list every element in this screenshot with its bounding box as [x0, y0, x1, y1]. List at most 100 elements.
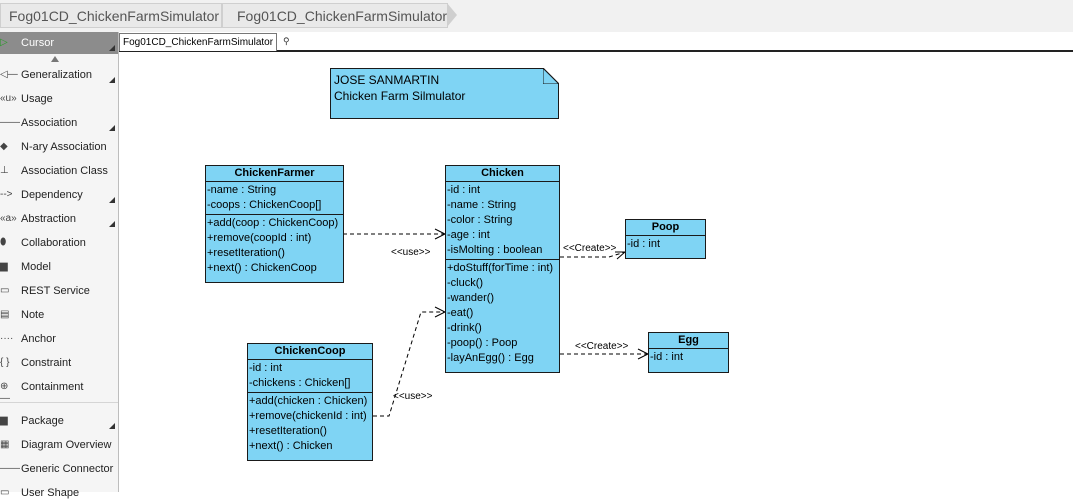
class-chicken[interactable]: Chicken -id : int -name : String -color … — [445, 165, 560, 373]
attribute[interactable]: -name : String — [207, 184, 277, 196]
palette-item-label: User Shape — [21, 487, 80, 499]
palette-item-constraint[interactable]: { }Constraint — [0, 352, 118, 374]
breadcrumb: Fog01CD_ChickenFarmSimulator Fog01CD_Chi… — [0, 0, 1073, 33]
palette-item-containment[interactable]: ⊕— Containment — [0, 376, 118, 404]
stereotype-label[interactable]: <<Create>> — [575, 341, 629, 352]
note-element[interactable]: JOSE SANMARTIN Chicken Farm Silmulator — [330, 68, 559, 119]
attribute[interactable]: -id : int — [650, 351, 684, 363]
dependency-line-chicken-poop[interactable] — [560, 251, 626, 258]
generic-connector-icon: —— — [0, 463, 20, 474]
scroll-up-arrow-icon[interactable] — [51, 56, 59, 62]
palette-item-model[interactable]: ▆Model — [0, 256, 118, 278]
palette-item-anchor[interactable]: ····Anchor — [0, 328, 118, 350]
nary-association-icon: ◆ — [0, 141, 8, 152]
palette-item-cursor[interactable]: ▷Cursor — [0, 32, 118, 54]
class-name: ChickenCoop — [248, 344, 372, 360]
attribute[interactable]: -isMolting : boolean — [447, 244, 543, 256]
breadcrumb-item-project[interactable]: Fog01CD_ChickenFarmSimulator — [0, 3, 222, 28]
stereotype-label[interactable]: <<Create>> — [563, 243, 617, 254]
operation[interactable]: +add(chicken : Chicken) — [249, 395, 368, 407]
palette-item-package[interactable]: ▆ Package — [0, 410, 118, 432]
attribute[interactable]: -id : int — [447, 184, 481, 196]
class-chickencoop[interactable]: ChickenCoop -id : int -chickens : Chicke… — [247, 343, 373, 461]
attributes-compartment: -id : int — [649, 349, 728, 366]
operation[interactable]: +remove(chickenId : int) — [249, 410, 367, 422]
palette-item-n-ary-association[interactable]: ◆N-ary Association — [0, 136, 118, 158]
attributes-compartment: -name : String -coops : ChickenCoop[] — [206, 182, 343, 215]
class-name: Chicken — [446, 166, 559, 182]
attribute[interactable]: -name : String — [447, 199, 517, 211]
class-chickenfarmer[interactable]: ChickenFarmer -name : String -coops : Ch… — [205, 165, 344, 283]
palette-item-generic-connector[interactable]: ——Generic Connector — [0, 458, 118, 480]
operation[interactable]: +resetIteration() — [249, 425, 327, 437]
submenu-indicator-icon[interactable] — [109, 423, 115, 429]
submenu-indicator-icon[interactable] — [109, 221, 115, 227]
operation[interactable]: +next() : ChickenCoop — [207, 262, 317, 274]
operation[interactable]: -cluck() — [447, 277, 484, 289]
palette-item-label: Generalization — [21, 69, 92, 81]
attributes-compartment: -id : int -chickens : Chicken[] — [248, 360, 372, 393]
tab-diagram[interactable]: Fog01CD_ChickenFarmSimulator — [119, 33, 278, 51]
operation[interactable]: +resetIteration() — [207, 247, 285, 259]
attribute[interactable]: -age : int — [447, 229, 490, 241]
palette-item-association-class[interactable]: ⊥Association Class — [0, 160, 118, 182]
operation[interactable]: +next() : Chicken — [249, 440, 333, 452]
palette-item-diagram-overview[interactable]: ▦Diagram Overview — [0, 434, 118, 456]
palette-item-abstraction[interactable]: «a»Abstraction — [0, 208, 118, 230]
attribute[interactable]: -coops : ChickenCoop[] — [207, 199, 322, 211]
attribute[interactable]: -color : String — [447, 214, 513, 226]
operation[interactable]: -poop() : Poop — [447, 337, 518, 349]
class-egg[interactable]: Egg -id : int — [648, 332, 729, 373]
palette-item-collaboration[interactable]: ⬮Collaboration — [0, 232, 118, 254]
palette-item-label: Usage — [21, 93, 53, 105]
submenu-indicator-icon[interactable] — [109, 125, 115, 131]
note-icon: ▤ — [0, 309, 10, 320]
class-name: Egg — [649, 333, 728, 349]
attribute[interactable]: -chickens : Chicken[] — [249, 377, 351, 389]
stereotype-label[interactable]: <<use>> — [393, 391, 433, 402]
palette-item-dependency[interactable]: -->Dependency — [0, 184, 118, 206]
diagram-toolbar-palette: ▷Cursor ◁—Generalization«u»Usage——Associa… — [0, 32, 119, 499]
operation[interactable]: -wander() — [447, 292, 495, 304]
palette-item-label: Anchor — [21, 333, 56, 345]
diagram-canvas[interactable]: JOSE SANMARTIN Chicken Farm Silmulator C… — [119, 52, 1073, 492]
package-icon: ▆ — [0, 415, 8, 426]
operation[interactable]: -layAnEgg() : Egg — [447, 352, 534, 364]
class-poop[interactable]: Poop -id : int — [625, 219, 706, 259]
operation[interactable]: +doStuff(forTime : int) — [447, 262, 554, 274]
palette-item-label: Package — [21, 415, 64, 427]
palette-item-generalization[interactable]: ◁—Generalization — [0, 64, 118, 86]
palette-item-rest-service[interactable]: ▭REST Service — [0, 280, 118, 302]
palette-item-label: REST Service — [21, 285, 90, 297]
submenu-indicator-icon[interactable] — [109, 77, 115, 83]
user-shape-icon: ▭ — [0, 487, 10, 498]
stereotype-label[interactable]: <<use>> — [391, 247, 431, 258]
palette-item-user-shape[interactable]: ▭ User Shape — [0, 482, 118, 504]
operation[interactable]: +remove(coopId : int) — [207, 232, 312, 244]
submenu-indicator-icon[interactable] — [109, 45, 115, 51]
association-class-icon: ⊥ — [0, 165, 9, 176]
dependency-icon: --> — [0, 189, 13, 200]
attributes-compartment: -id : int -name : String -color : String… — [446, 182, 559, 260]
attribute[interactable]: -id : int — [627, 238, 661, 250]
note-author: JOSE SANMARTIN — [334, 73, 440, 87]
operation[interactable]: -drink() — [447, 322, 482, 334]
palette-item-association[interactable]: ——Association — [0, 112, 118, 134]
palette-item-usage[interactable]: «u»Usage — [0, 88, 118, 110]
operation[interactable]: +add(coop : ChickenCoop) — [207, 217, 339, 229]
collaboration-icon: ⬮ — [0, 237, 7, 248]
palette-item-note[interactable]: ▤Note — [0, 304, 118, 326]
operation[interactable]: -eat() — [447, 307, 474, 319]
palette-item-label: Cursor — [21, 37, 55, 49]
breadcrumb-item-diagram[interactable]: Fog01CD_ChickenFarmSimulator — [222, 3, 448, 28]
containment-icon: ⊕— — [0, 381, 10, 404]
palette-item-label: Containment — [21, 381, 84, 393]
submenu-indicator-icon[interactable] — [109, 197, 115, 203]
class-name: ChickenFarmer — [206, 166, 343, 182]
breadcrumb-separator-icon — [447, 3, 457, 27]
magnifier-icon[interactable]: ⚲ — [283, 36, 290, 46]
attribute[interactable]: -id : int — [249, 362, 283, 374]
operations-compartment: +add(chicken : Chicken) +remove(chickenI… — [248, 393, 372, 455]
dependency-line-coop-chicken[interactable] — [373, 311, 445, 417]
palette-item-label: Abstraction — [21, 213, 77, 225]
